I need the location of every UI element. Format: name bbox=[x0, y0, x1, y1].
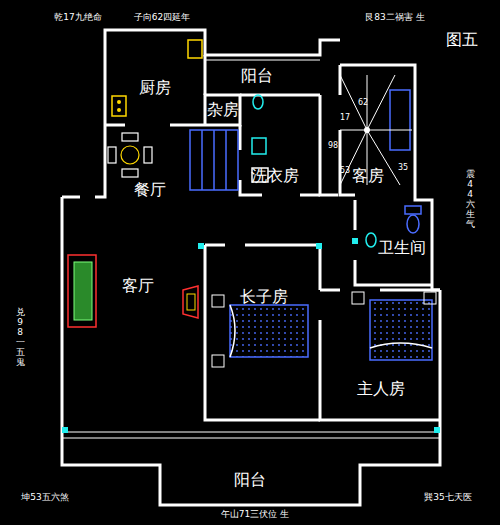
room-name: 主人房 bbox=[357, 380, 405, 398]
room-label: 阳台 bbox=[239, 66, 275, 86]
room-name: 杂房 bbox=[207, 101, 239, 119]
compass-number: 17 bbox=[340, 114, 350, 123]
room-name: 阳台 bbox=[241, 67, 273, 85]
compass-number: 35 bbox=[398, 164, 408, 173]
balcony-rails bbox=[62, 60, 440, 438]
room-label: 餐厅 bbox=[132, 180, 168, 200]
room-label: 卫生间 bbox=[376, 238, 428, 258]
room-name: 洗衣房 bbox=[251, 167, 299, 185]
door-marks bbox=[62, 238, 440, 433]
compass-number: 53 bbox=[340, 167, 350, 176]
direction-label: 子向62四延年 bbox=[134, 13, 190, 23]
compass-number: 62 bbox=[358, 99, 368, 108]
room-name: 厨房 bbox=[139, 79, 171, 97]
direction-label: 坤53五六煞 bbox=[21, 493, 68, 503]
room-name: 阳台 bbox=[234, 471, 266, 489]
compass-number: 98 bbox=[328, 142, 338, 151]
room-name: 餐厅 bbox=[134, 181, 166, 199]
room-name: 卫生间 bbox=[378, 239, 426, 257]
walls bbox=[62, 30, 440, 505]
direction-label: 艮83二祸害 生 bbox=[365, 13, 424, 23]
direction-label: 午山71三伏位 生 bbox=[221, 510, 289, 520]
room-label: 长子房 bbox=[238, 287, 290, 307]
room-label: 阳台 bbox=[232, 470, 268, 490]
room-name: 客厅 bbox=[122, 277, 154, 295]
room-label: 厨房 bbox=[137, 78, 173, 98]
tv-cabinet bbox=[183, 286, 198, 318]
direction-label: 巽35七天医 bbox=[424, 493, 471, 503]
room-label: 客厅 bbox=[120, 276, 156, 296]
dining-table bbox=[108, 133, 152, 177]
direction-label: 乾17九绝命 bbox=[54, 13, 101, 23]
room-label: 洗衣房 bbox=[249, 166, 301, 186]
room-label: 杂房 bbox=[205, 100, 241, 120]
sofa bbox=[68, 255, 96, 327]
guest-room-compass bbox=[340, 75, 412, 185]
room-label: 客房 bbox=[350, 166, 386, 186]
room-name: 客房 bbox=[352, 167, 384, 185]
direction-label: 震44六生气 bbox=[466, 170, 475, 229]
direction-label: 兑98一五鬼 bbox=[16, 308, 25, 367]
room-name: 长子房 bbox=[240, 288, 288, 306]
figure-title: 图五 bbox=[446, 31, 478, 49]
room-label: 主人房 bbox=[355, 379, 407, 399]
kitchen-fixtures bbox=[112, 40, 202, 116]
